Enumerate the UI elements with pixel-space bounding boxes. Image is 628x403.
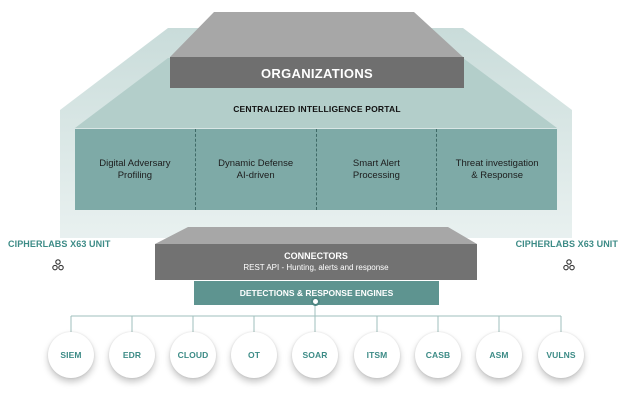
connectors-top: [155, 227, 477, 244]
organizations-top: [170, 12, 463, 57]
unit-node-icon: [563, 259, 575, 271]
integration-ot: OT: [231, 332, 277, 378]
organizations-label: ORGANIZATIONS: [261, 65, 373, 81]
integration-itsm: ITSM: [354, 332, 400, 378]
unit-node-icon: [52, 259, 64, 271]
junction-node: [311, 297, 320, 306]
integration-vulns: VULNS: [538, 332, 584, 378]
integration-edr: EDR: [109, 332, 155, 378]
unit-label-left: CIPHERLABS X63 UNIT: [8, 239, 111, 249]
integration-casb: CASB: [415, 332, 461, 378]
unit-label-right: CIPHERLABS X63 UNIT: [515, 239, 618, 249]
capability-dynamic-defense: Dynamic Defense AI-driven: [194, 129, 316, 210]
portal-title: CENTRALIZED INTELLIGENCE PORTAL: [233, 104, 401, 114]
integration-asm: ASM: [476, 332, 522, 378]
connectors-subtitle: REST API - Hunting, alerts and response: [243, 263, 389, 272]
connectors-box: CONNECTORS REST API - Hunting, alerts an…: [155, 244, 477, 280]
integration-cloud: CLOUD: [170, 332, 216, 378]
connectors-title: CONNECTORS: [284, 251, 348, 261]
capability-adversary-profiling: Digital Adversary Profiling: [99, 158, 171, 181]
integration-siem: SIEM: [48, 332, 94, 378]
capabilities-band: Digital Adversary Profiling Dynamic Defe…: [75, 129, 557, 210]
organizations-box: [170, 57, 464, 88]
capability-threat-investigation: Threat investigation & Response: [436, 129, 557, 210]
capability-smart-alert: Smart Alert Processing: [315, 129, 437, 210]
integration-soar: SOAR: [292, 332, 338, 378]
